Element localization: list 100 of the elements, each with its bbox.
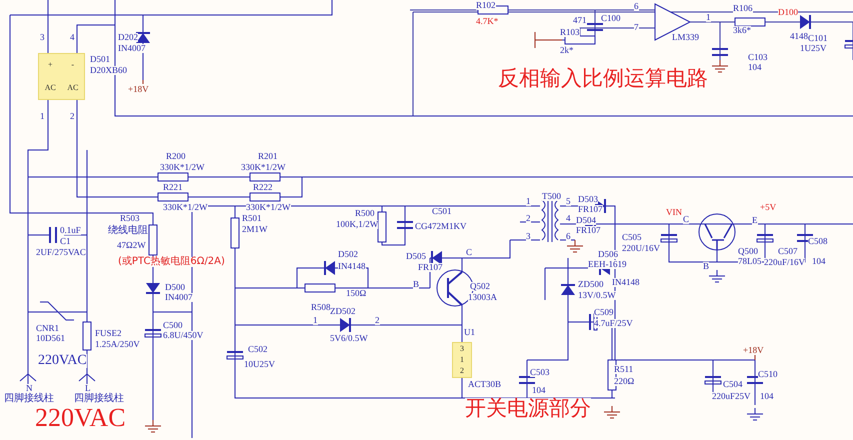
component-label: 5 [566,197,570,206]
component-label: CG472M1KV [415,222,467,231]
pin-label: 1 [460,356,464,364]
component-label: 4 [70,33,74,42]
component-label: 1 [526,197,530,206]
pin-label: AC [67,84,78,92]
component-label: 78L05 [738,257,762,266]
component-label: C504 [723,380,743,389]
component-label: IN4148 [338,262,366,271]
component-label: R106 [733,4,753,13]
component-label: 330K*1/2W [160,163,204,172]
component-label: 2M1W [242,225,268,234]
component-label: FR107 [576,226,601,235]
component-label: LM339 [672,33,699,42]
component-label: 7 [634,23,638,32]
component-label: R511 [614,365,634,374]
component-label: R221 [163,183,183,192]
component-label: FUSE2 [95,329,122,338]
component-label: R201 [258,152,278,161]
component-label: C103 [748,53,768,62]
component-label: +5V [760,203,776,212]
component-label: C [683,215,690,224]
component-label: Q500 [738,247,758,256]
component-label: 471 [573,16,586,25]
bridge-rectifier-block [38,53,85,100]
component-label: C502 [248,345,268,354]
component-label: 6 [634,2,638,11]
component-label: 104 [812,257,826,266]
component-label: Q502 [470,282,490,291]
component-label: (或PTC热敏电阻6Ω/2A) [118,257,225,267]
pin-label: - [71,61,74,70]
component-label: E [752,216,758,225]
component-label: 10U25V [244,360,275,369]
component-label: +18V [128,85,149,94]
component-label: 330K*1/2W [241,163,286,172]
ic-block [452,342,472,378]
component-label: 四脚接线柱 [74,394,124,404]
component-label: CNR1 [36,324,60,333]
component-label: B [703,262,710,271]
component-label: N [26,384,32,393]
component-label: 104 [760,392,774,401]
component-label: 3 [40,33,44,42]
component-label: FR107 [578,205,603,214]
component-label: 220Ω [614,377,634,386]
component-label: 3k6* [733,26,751,35]
component-label: 220VAC [38,354,87,368]
component-label: 330K*1/2W [163,203,208,212]
component-label: 13003A [468,293,497,302]
component-label: IN4007 [165,293,192,302]
component-label: ZD500 [578,280,604,289]
component-label: IN4148 [612,278,640,287]
component-label: R222 [253,183,273,192]
component-label: +18V [743,346,764,355]
component-label: T500 [542,192,561,201]
component-label: 4148 [790,32,808,41]
component-label: C501 [432,207,452,216]
component-label: 2 [526,214,530,223]
component-label: C509 [594,308,614,317]
component-label: 330K*1/2W [246,203,290,212]
component-label: 1 [40,112,44,121]
component-label: 1 [706,13,710,22]
component-label: C503 [530,368,550,377]
component-label: 4 [566,214,570,223]
component-label: 3 [526,232,530,241]
component-label: R500 [355,209,375,218]
component-label: C507 [778,247,798,256]
component-label: R503 [120,214,140,223]
component-label: 6.8U/450V [163,331,204,340]
component-label: R501 [242,214,262,223]
component-label: 104 [748,63,762,72]
component-label: D20XB60 [90,66,128,75]
component-label: D506 [598,250,618,259]
component-label: C100 [601,14,621,23]
component-label: D504 [576,216,596,225]
component-label: D500 [165,283,185,292]
component-label: L [85,384,90,393]
component-label: 2 [70,112,74,121]
component-label: 13V/0.5W [578,291,616,300]
component-label: IN4007 [118,44,146,53]
component-label: 4.7K* [476,17,498,26]
pin-label: 3 [460,344,464,353]
component-label: C510 [758,370,778,379]
component-label: 47Ω2W [117,241,146,250]
pin-label: + [48,61,52,70]
component-label: ACT30B [468,380,502,389]
component-label: C505 [622,233,642,242]
component-label: C101 [808,34,828,43]
component-label: R508 [311,303,331,312]
component-label: 220uF25V [712,392,751,401]
pin-label: 2 [460,367,464,376]
component-label: U1 [464,328,475,337]
component-label: 0.1uF [60,226,81,235]
component-label: 四脚接线柱 [4,394,54,404]
component-label: B [413,280,420,289]
component-label: 1U25V [800,44,826,53]
component-label: 1 [313,316,318,325]
component-label: R200 [166,152,186,161]
component-label: 220U/16V [622,244,660,253]
component-label: D505 [406,252,426,261]
component-label: D502 [338,250,358,259]
